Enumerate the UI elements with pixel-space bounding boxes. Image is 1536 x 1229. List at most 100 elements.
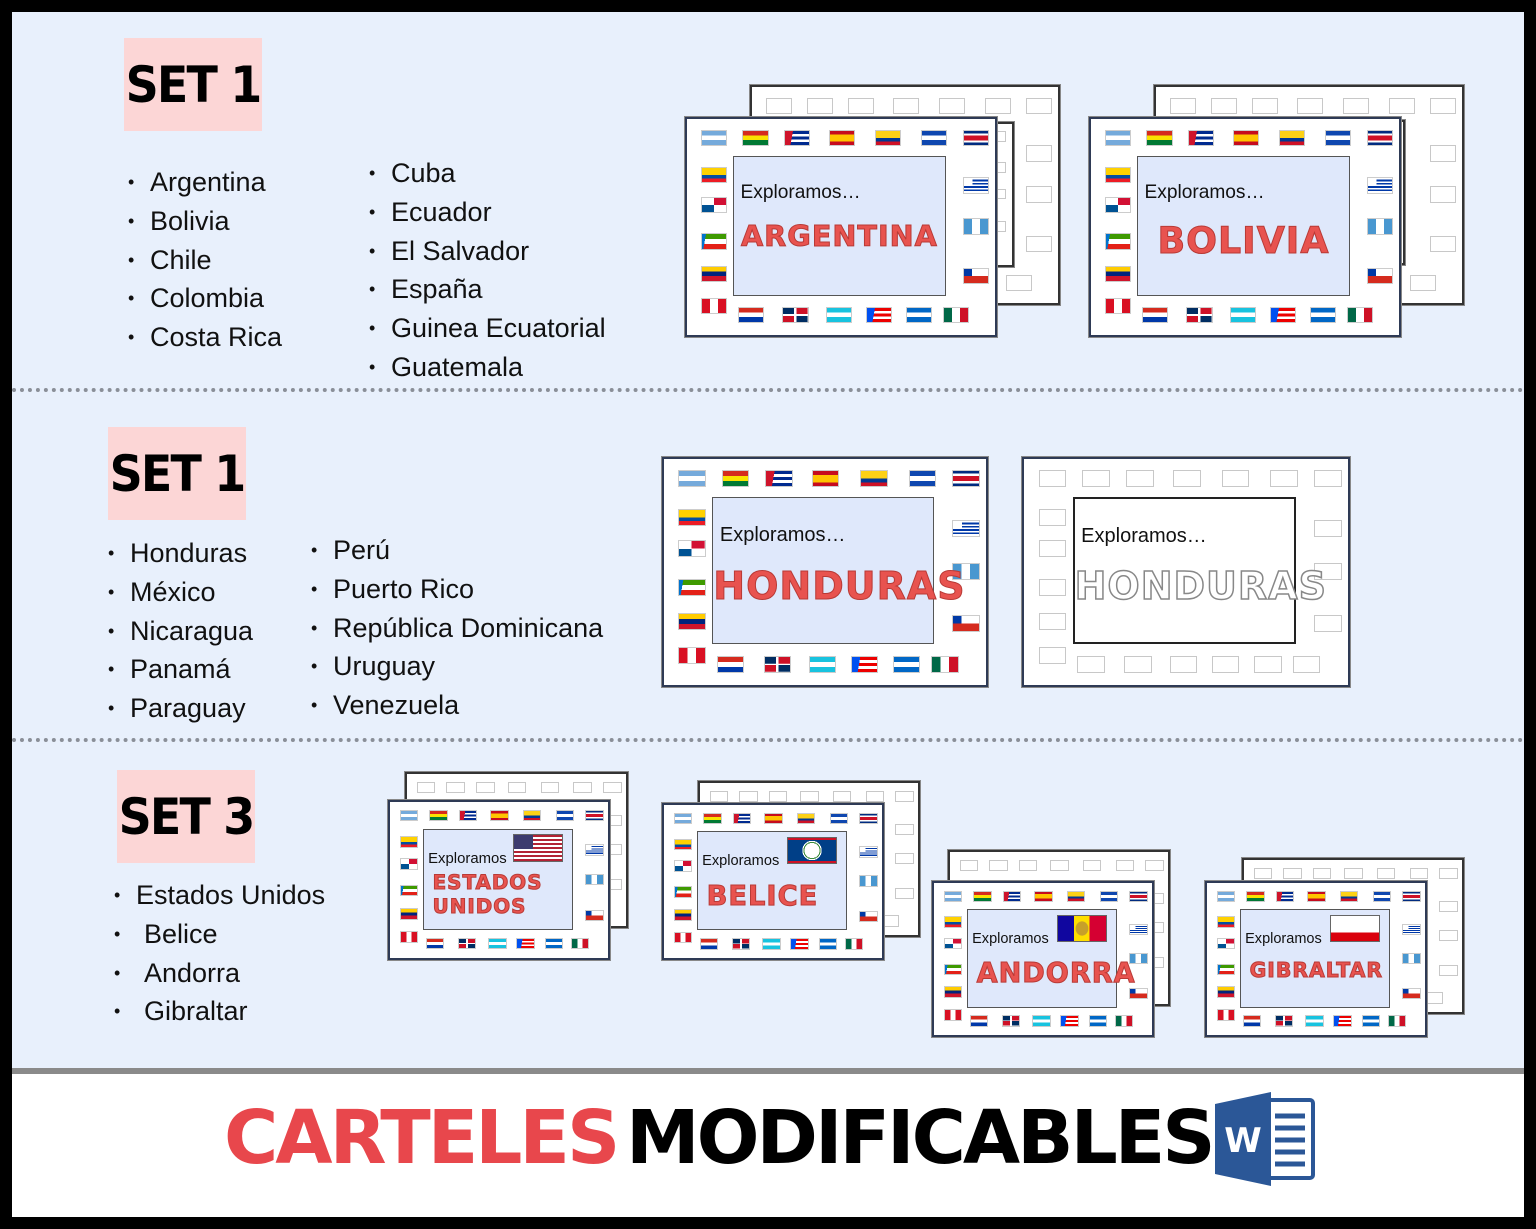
list-item: Costa Rica <box>128 318 282 357</box>
set-label: SET 1 <box>108 427 246 520</box>
list-item: Venezuela <box>311 686 603 725</box>
flag-icon-uy <box>585 844 604 856</box>
flag-icon-cr <box>962 129 989 146</box>
flag-icon-es <box>828 129 855 146</box>
poster-intro: Exploramos… <box>1081 525 1207 548</box>
set-label: SET 1 <box>124 38 262 131</box>
flag-icon-ar <box>678 470 706 488</box>
poster-country: ARGENTINA <box>740 218 938 253</box>
flag-icon-ar <box>959 859 979 871</box>
flag-icon-uy <box>1129 924 1148 936</box>
flag-icon-es <box>1173 470 1201 488</box>
flag-icon-hn <box>1169 655 1198 673</box>
flag-icon-pr <box>1269 306 1296 324</box>
flag-icon-py <box>717 655 745 673</box>
flag-icon-ec <box>399 836 419 848</box>
list-item: Andorra <box>114 954 325 993</box>
flag-icon-gt <box>859 875 878 887</box>
flag-icon-es <box>800 790 819 802</box>
list-item: Chile <box>128 241 282 280</box>
flag-icon-ni <box>892 655 920 673</box>
flag-icon-uy <box>895 824 914 836</box>
flag-icon-uy <box>1025 145 1052 162</box>
flag-icon-ve <box>399 908 419 920</box>
flag-icon-uy <box>962 177 989 194</box>
flag-icon-gq <box>678 578 706 596</box>
flag-icon-bo <box>446 781 466 793</box>
flag-icon-pe <box>700 298 728 315</box>
flag-icon-pr <box>1211 655 1240 673</box>
list-item: España <box>369 270 606 309</box>
flag-icon-pa <box>399 858 419 870</box>
flag-icon-cr <box>1366 129 1393 146</box>
flag-icon-uy <box>859 846 878 858</box>
flag-icon-pe <box>399 931 419 944</box>
flag-icon-ni <box>544 937 564 950</box>
list-item: Guinea Ecuatorial <box>369 309 606 348</box>
flag-icon-pe <box>678 646 706 664</box>
flag-icon-ve <box>1104 265 1132 283</box>
list-item: Honduras <box>108 534 253 573</box>
flag-icon-cr <box>603 781 622 793</box>
list-item: Estados Unidos <box>114 876 325 915</box>
flag-icon-mx <box>1409 274 1436 292</box>
flag-icon-bo <box>1246 890 1265 902</box>
list-item: Guatemala <box>369 348 606 387</box>
flag-icon-co <box>1221 470 1250 488</box>
flag-icon-cr <box>1145 859 1164 871</box>
flag-icon-py <box>425 937 445 950</box>
flag-icon-cr <box>1129 890 1148 902</box>
flag-icon-es <box>1232 129 1259 146</box>
flag-icon-py <box>737 306 764 324</box>
flag-icon-uy <box>1402 924 1421 936</box>
flag-icon-mx <box>570 937 590 950</box>
poster-preview: Exploramos…BOLIVIA <box>1089 117 1401 337</box>
poster-intro: Exploramos <box>1245 931 1322 948</box>
flag-icon-cu <box>848 97 875 114</box>
list-item: Argentina <box>128 163 282 202</box>
flag-icon-cr <box>1429 97 1456 114</box>
flag-icon-bo <box>703 812 722 825</box>
flag-icon-ec <box>678 508 706 526</box>
flag-icon-pa <box>943 937 963 950</box>
flag-icon-hn <box>488 937 507 950</box>
flag-icon-co <box>1082 859 1102 871</box>
flag-icon-pr <box>1060 1015 1079 1027</box>
flag-icon-pa <box>1038 540 1067 558</box>
poster-preview: Exploramos…ARGENTINA <box>685 117 997 337</box>
flag-icon-co <box>1278 129 1306 146</box>
flag-icon-es <box>1307 890 1326 902</box>
flag-icon-pa <box>1216 937 1236 950</box>
flag-icon-ar <box>1216 890 1236 902</box>
flag-icon-bo <box>739 790 758 802</box>
flag-icon-cu <box>732 812 752 825</box>
flag-icon-sv <box>1409 867 1429 879</box>
flag-icon-bo <box>1283 867 1302 879</box>
flag-icon-uy <box>1313 520 1342 537</box>
flag-icon-sv <box>829 812 849 825</box>
flag-icon-gt <box>585 873 604 886</box>
flag-icon-ec <box>943 916 963 928</box>
flag-icon-gt <box>1439 929 1458 942</box>
flag-icon-cl <box>1313 614 1342 632</box>
flag-icon-do <box>1274 1015 1294 1027</box>
flag-icon-bo <box>1211 97 1238 114</box>
flag-icon-bo <box>721 470 750 488</box>
flag-icon-es <box>764 812 783 825</box>
flag-icon-ni <box>1254 655 1282 673</box>
flag-icon-do <box>782 306 809 324</box>
flag-icon-ar <box>416 781 436 793</box>
flag-icon-cu <box>475 781 495 793</box>
country-list: Argentina Bolivia Chile Colombia Costa R… <box>128 163 282 357</box>
flag-icon-cu <box>1188 129 1215 146</box>
poster-country: HONDURAS <box>1074 563 1327 609</box>
flag-icon-bo <box>989 859 1008 871</box>
flag-icon-ni <box>905 306 932 324</box>
flag-icon-cl <box>1402 987 1421 1000</box>
flag-icon-co <box>832 790 852 802</box>
poster-country: GIBRALTAR <box>1249 958 1383 983</box>
